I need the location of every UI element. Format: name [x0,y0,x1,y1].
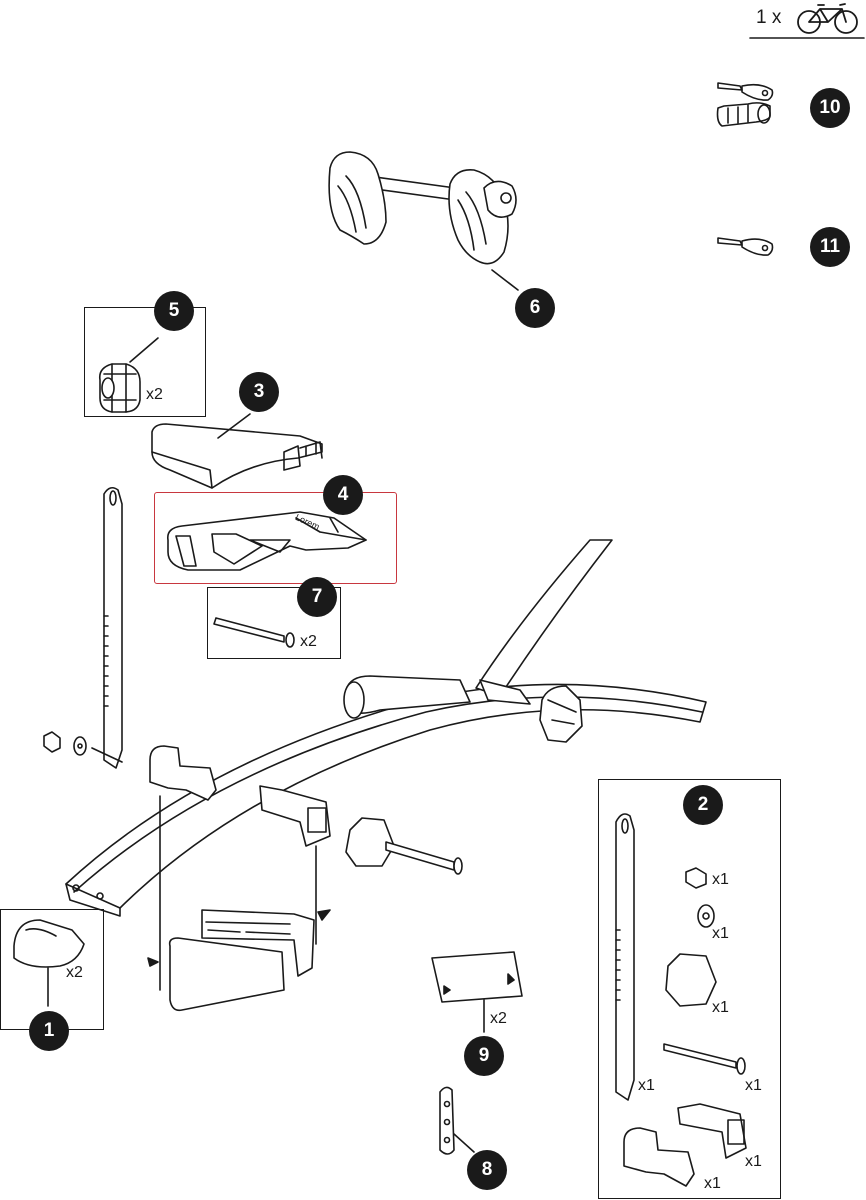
long-strap [103,486,123,769]
kit-clamp-bottom-quantity: x1 [704,1175,721,1192]
kit-washer-quantity: x1 [712,925,729,942]
part-6-number-badge: 6 [515,288,555,328]
part-4-number-badge: 4 [323,475,363,515]
sticker [431,951,523,1033]
kit-strap-quantity: x1 [638,1077,655,1094]
bolt [213,617,295,648]
kit-strap [615,813,635,1101]
part-9-quantity: x2 [490,1010,507,1027]
part-8-number-badge: 8 [467,1150,507,1190]
part-7-quantity: x2 [300,633,317,650]
part-10-number-badge: 10 [810,88,850,128]
part-5-number-badge: 5 [154,291,194,331]
part-5-box [84,307,206,417]
kit-clamp-bottom [623,1127,695,1187]
rail-clamp-middle [259,785,331,847]
kit-strap-holder-quantity: x1 [712,999,729,1016]
wheel-arm [475,539,613,705]
strap-holder-bolt [345,817,463,875]
knob [98,337,159,413]
main-wheel-rail [65,683,707,917]
part-2-number-badge: 2 [683,785,723,825]
spare-key [717,237,774,256]
lock-cylinder-and-key [716,82,774,127]
bike-count-label: 1 x [756,7,782,28]
part-9-number-badge: 9 [464,1036,504,1076]
wheel-strap-buckle [539,685,583,743]
kit-clamp-top-quantity: x1 [745,1153,762,1170]
kit-strap-holder [665,953,717,1007]
clamp-parts-exploded [147,795,331,1012]
part-7-box [207,587,341,659]
part-1-number-badge: 1 [29,1011,69,1051]
kit-washer [697,904,715,928]
kit-bolt-quantity: x1 [745,1077,762,1094]
end-cap [13,919,85,1007]
part-2-box [598,779,781,1199]
kit-nut-quantity: x1 [712,871,729,888]
nut-and-washer [43,731,123,763]
bicycle-icon [797,3,858,34]
rail-end-cap [151,413,323,489]
frame-holder [328,151,519,291]
kit-clamp-top [677,1103,747,1159]
part-3-number-badge: 3 [239,372,279,412]
part-5-quantity: x2 [146,386,163,403]
part-4-highlight-box [154,492,397,584]
mounting-plate [439,1086,475,1155]
rail-knob [343,675,471,719]
kit-nut [685,867,707,889]
part-11-number-badge: 11 [810,227,850,267]
part-7-number-badge: 7 [297,577,337,617]
rail-clamp-left [149,745,217,801]
rail-insert [166,511,367,571]
kit-bolt [663,1043,746,1075]
part-1-quantity: x2 [66,964,83,981]
